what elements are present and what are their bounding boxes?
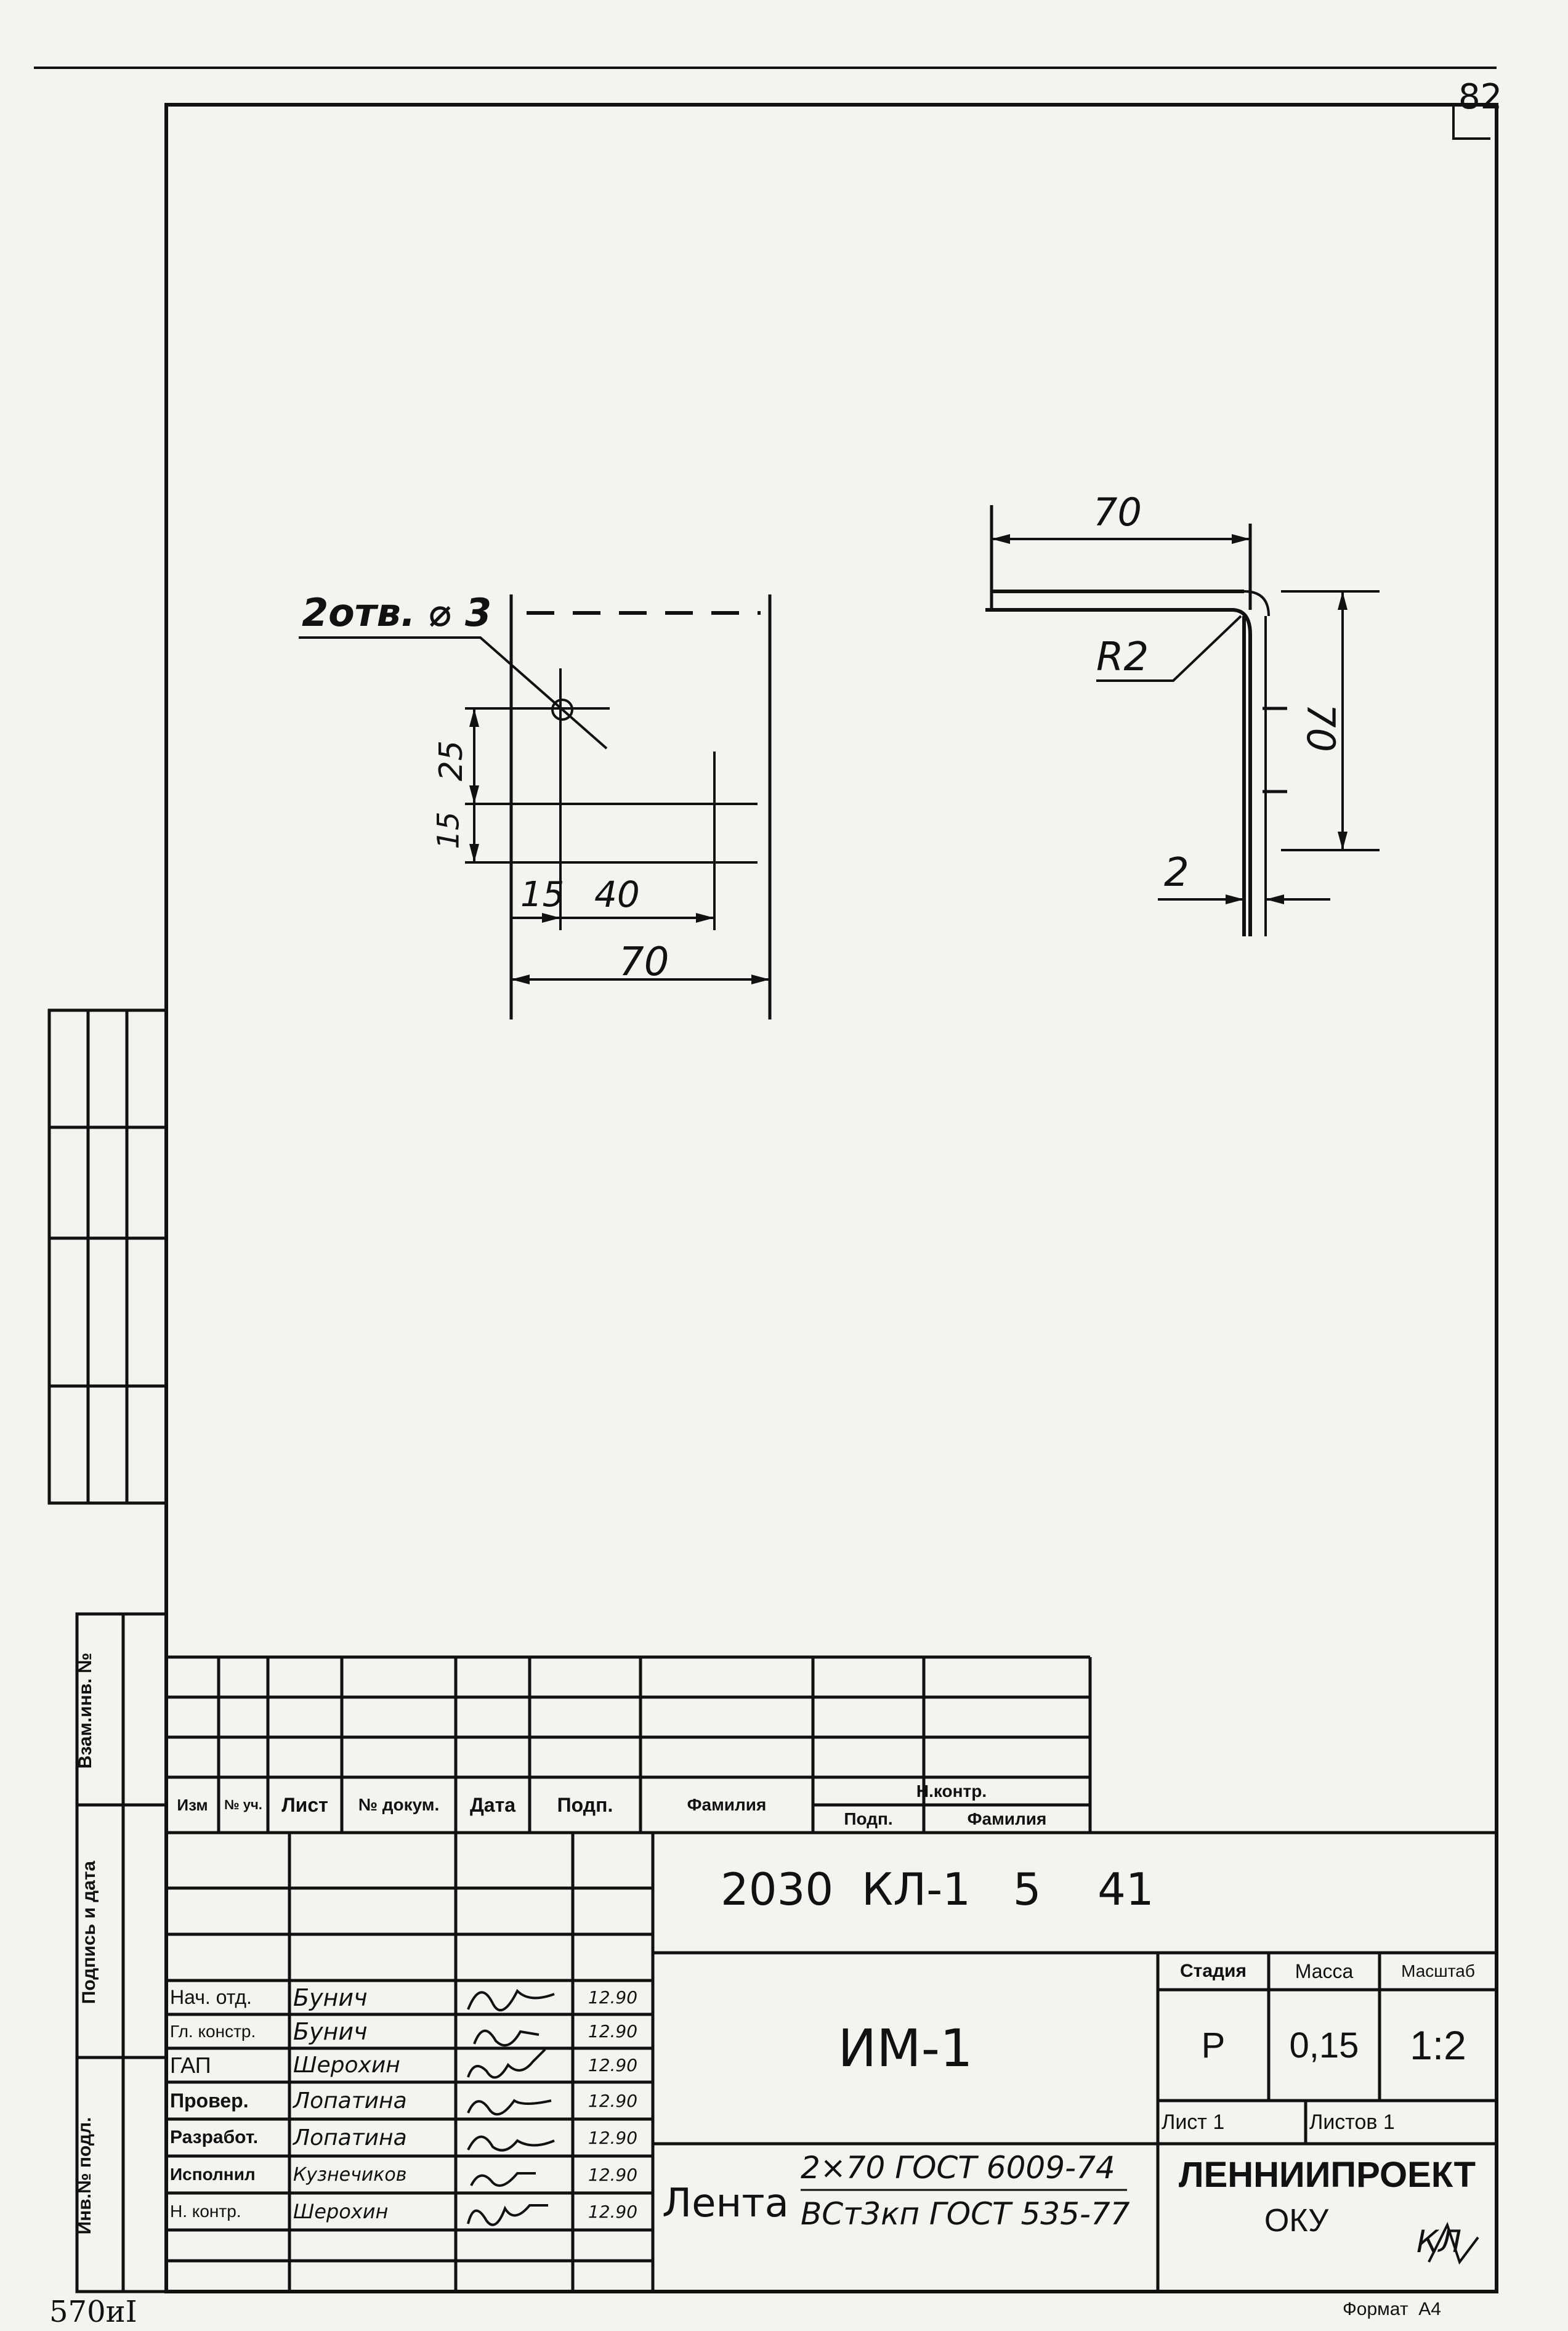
rev-col-list: Лист <box>281 1793 328 1816</box>
rev-col-ndoc: № докум. <box>358 1795 440 1814</box>
rev-col-nuch: № уч. <box>224 1797 262 1812</box>
sig-role: Нач. отд. <box>170 1986 252 2008</box>
sig-name: Кузнечиков <box>293 2163 407 2186</box>
angle-arrows <box>992 534 1348 904</box>
plate-view <box>299 594 772 1020</box>
dim-40: 40 <box>594 874 640 915</box>
sheets-label: Листов 1 <box>1309 2110 1395 2134</box>
plate-arrows <box>469 708 770 984</box>
sheet-label: Лист 1 <box>1162 2110 1225 2134</box>
org-name: ЛЕННИИПРОЕКТ <box>1178 2154 1476 2195</box>
sig-date: 12.90 <box>588 2021 638 2041</box>
vzam-inv-label: Взам.инв. № <box>75 1652 95 1769</box>
sig-name: Лопатина <box>293 2088 407 2114</box>
sig-role: ГАП <box>170 2052 211 2078</box>
revision-grid <box>166 1655 1497 1834</box>
material-top: 2×70 ГОСТ 6009-74 <box>801 2150 1115 2186</box>
part-name: ИМ-1 <box>838 2018 973 2078</box>
page-number: 82 <box>1458 77 1503 117</box>
rev-col-podp: Подп. <box>557 1793 613 1816</box>
thickness-label: 2 <box>1164 850 1189 896</box>
mass-header: Масса <box>1295 1960 1354 1982</box>
sig-name: Бунич <box>293 2017 368 2045</box>
inv-podl-label: Инв.№ подл. <box>75 2117 95 2235</box>
sig-role: Провер. <box>170 2089 249 2112</box>
material-bottom: ВСт3кп ГОСТ 535-77 <box>801 2196 1130 2232</box>
sig-date: 12.90 <box>588 2127 638 2148</box>
scale-header: Масштаб <box>1401 1961 1475 1980</box>
sig-date: 12.90 <box>588 2055 638 2075</box>
rev-col-izm: Изм <box>177 1795 208 1814</box>
rev-n-kontr: Н.контр. <box>916 1781 987 1801</box>
sig-name: Лопатина <box>293 2125 407 2151</box>
holes-label: 2отв. ⌀ 3 <box>302 590 492 635</box>
title-block-grid <box>166 1833 1497 2292</box>
sig-name: Шерохин <box>293 2200 389 2223</box>
left-stamp-grid <box>47 1008 168 2293</box>
sig-date: 12.90 <box>588 2201 638 2222</box>
radius-label: R2 <box>1096 634 1149 680</box>
sig-date: 12.90 <box>588 2164 638 2185</box>
dim-70-right: 70 <box>1298 703 1343 752</box>
scale-value: 1:2 <box>1410 2022 1466 2068</box>
format-label: Формат А4 <box>1343 2299 1441 2319</box>
rev-col-data: Дата <box>469 1793 516 1816</box>
sig-name: Шерохин <box>293 2053 400 2078</box>
doc-code: 2030 КЛ-1 5 41 <box>721 1863 1154 1915</box>
sig-date: 12.90 <box>588 2090 638 2111</box>
stage-header: Стадия <box>1179 1961 1247 1981</box>
inventory-number: 570иI <box>49 2295 137 2329</box>
rev-n-kontr-fam: Фамилия <box>967 1809 1047 1828</box>
sig-role: Исполнил <box>170 2165 256 2184</box>
dim-15-vertical: 15 <box>431 811 466 849</box>
material-word: Лента <box>662 2181 789 2226</box>
sig-role: Гл. констр. <box>170 2021 256 2041</box>
sig-role: Н. контр. <box>170 2202 241 2221</box>
rev-n-kontr-podp: Подп. <box>844 1809 893 1828</box>
sig-date: 12.90 <box>588 1987 638 2008</box>
org-mark: КЛ <box>1416 2224 1462 2260</box>
sig-name: Бунич <box>293 1984 368 2011</box>
dim-70-bottom: 70 <box>619 939 669 985</box>
dim-15: 15 <box>520 875 565 915</box>
mass-value: 0,15 <box>1289 2025 1359 2065</box>
dim-25: 25 <box>433 740 471 782</box>
stage-value: Р <box>1201 2025 1226 2065</box>
rev-col-familiya: Фамилия <box>687 1795 767 1814</box>
org-dept: ОКУ <box>1264 2203 1329 2239</box>
sig-role: Разработ. <box>170 2127 259 2147</box>
podpis-data-label: Подпись и дата <box>79 1860 99 2005</box>
dim-70-top: 70 <box>1093 490 1142 535</box>
angle-view <box>985 505 1380 936</box>
